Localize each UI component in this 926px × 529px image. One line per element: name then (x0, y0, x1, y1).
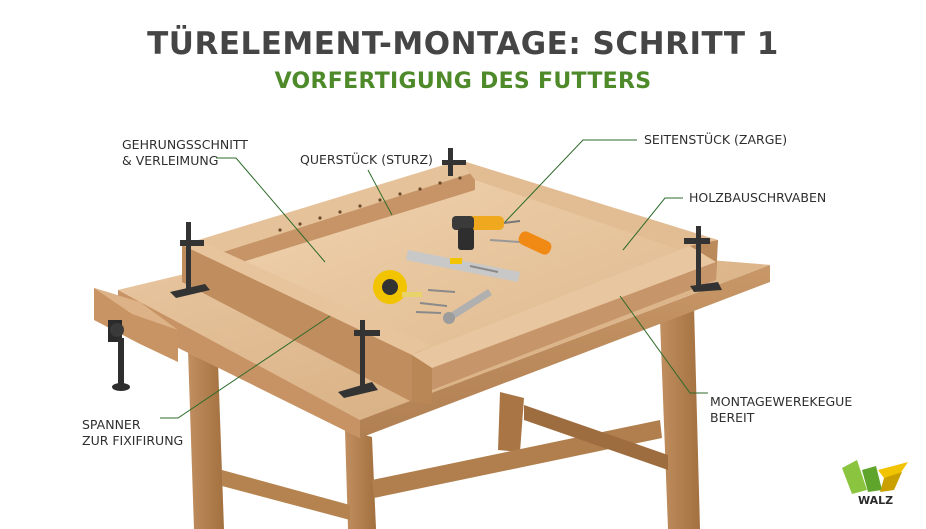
label-montagewerkzeuge: MONTAGEWEREKEGUE BEREIT (710, 394, 852, 426)
logo-wordmark: WALZ (858, 494, 894, 507)
bench-vise (94, 288, 178, 391)
label-montagewerkzeuge-line1: MONTAGEWEREKEGUE (710, 394, 853, 409)
table-legs (188, 306, 700, 529)
label-gehrungsschnitt-line1: GEHRUNGSSCHNITT (122, 137, 248, 152)
tools (373, 216, 552, 324)
label-spanner: SPANNER ZUR FIXIFIRUNG (82, 417, 183, 449)
clamps (170, 148, 722, 398)
label-spanner-line1: SPANNER (82, 417, 141, 432)
leader-gehrung (216, 157, 326, 263)
page-subtitle: VORFERTIGUNG DES FUTTERS (274, 69, 652, 94)
leader-seitenstueck (504, 139, 637, 223)
label-holzbauschrauben: HOLZBAUSCHRVABEN (689, 190, 827, 205)
leader-querstueck (367, 169, 393, 216)
label-montagewerkzeuge-line2: BEREIT (710, 410, 755, 425)
page-title: TÜRELEMENT-MONTAGE: SCHRITT 1 (147, 26, 779, 62)
label-gehrungsschnitt: GEHRUNGSSCHNITT & VERLEIMUNG (122, 137, 248, 169)
leader-lines (160, 139, 708, 419)
label-seitenstueck: SEITENSTÜCK (ZARGE) (644, 132, 788, 147)
label-gehrungsschnitt-line2: & VERLEIMUNG (122, 153, 219, 168)
label-querstueck: QUERSTÜCK (STURZ) (300, 152, 433, 167)
leader-holzbau (622, 197, 683, 251)
leader-montage (619, 295, 708, 394)
leader-spanner (160, 315, 331, 419)
walz-logo (842, 460, 908, 494)
label-spanner-line2: ZUR FIXIFIRUNG (82, 433, 184, 448)
